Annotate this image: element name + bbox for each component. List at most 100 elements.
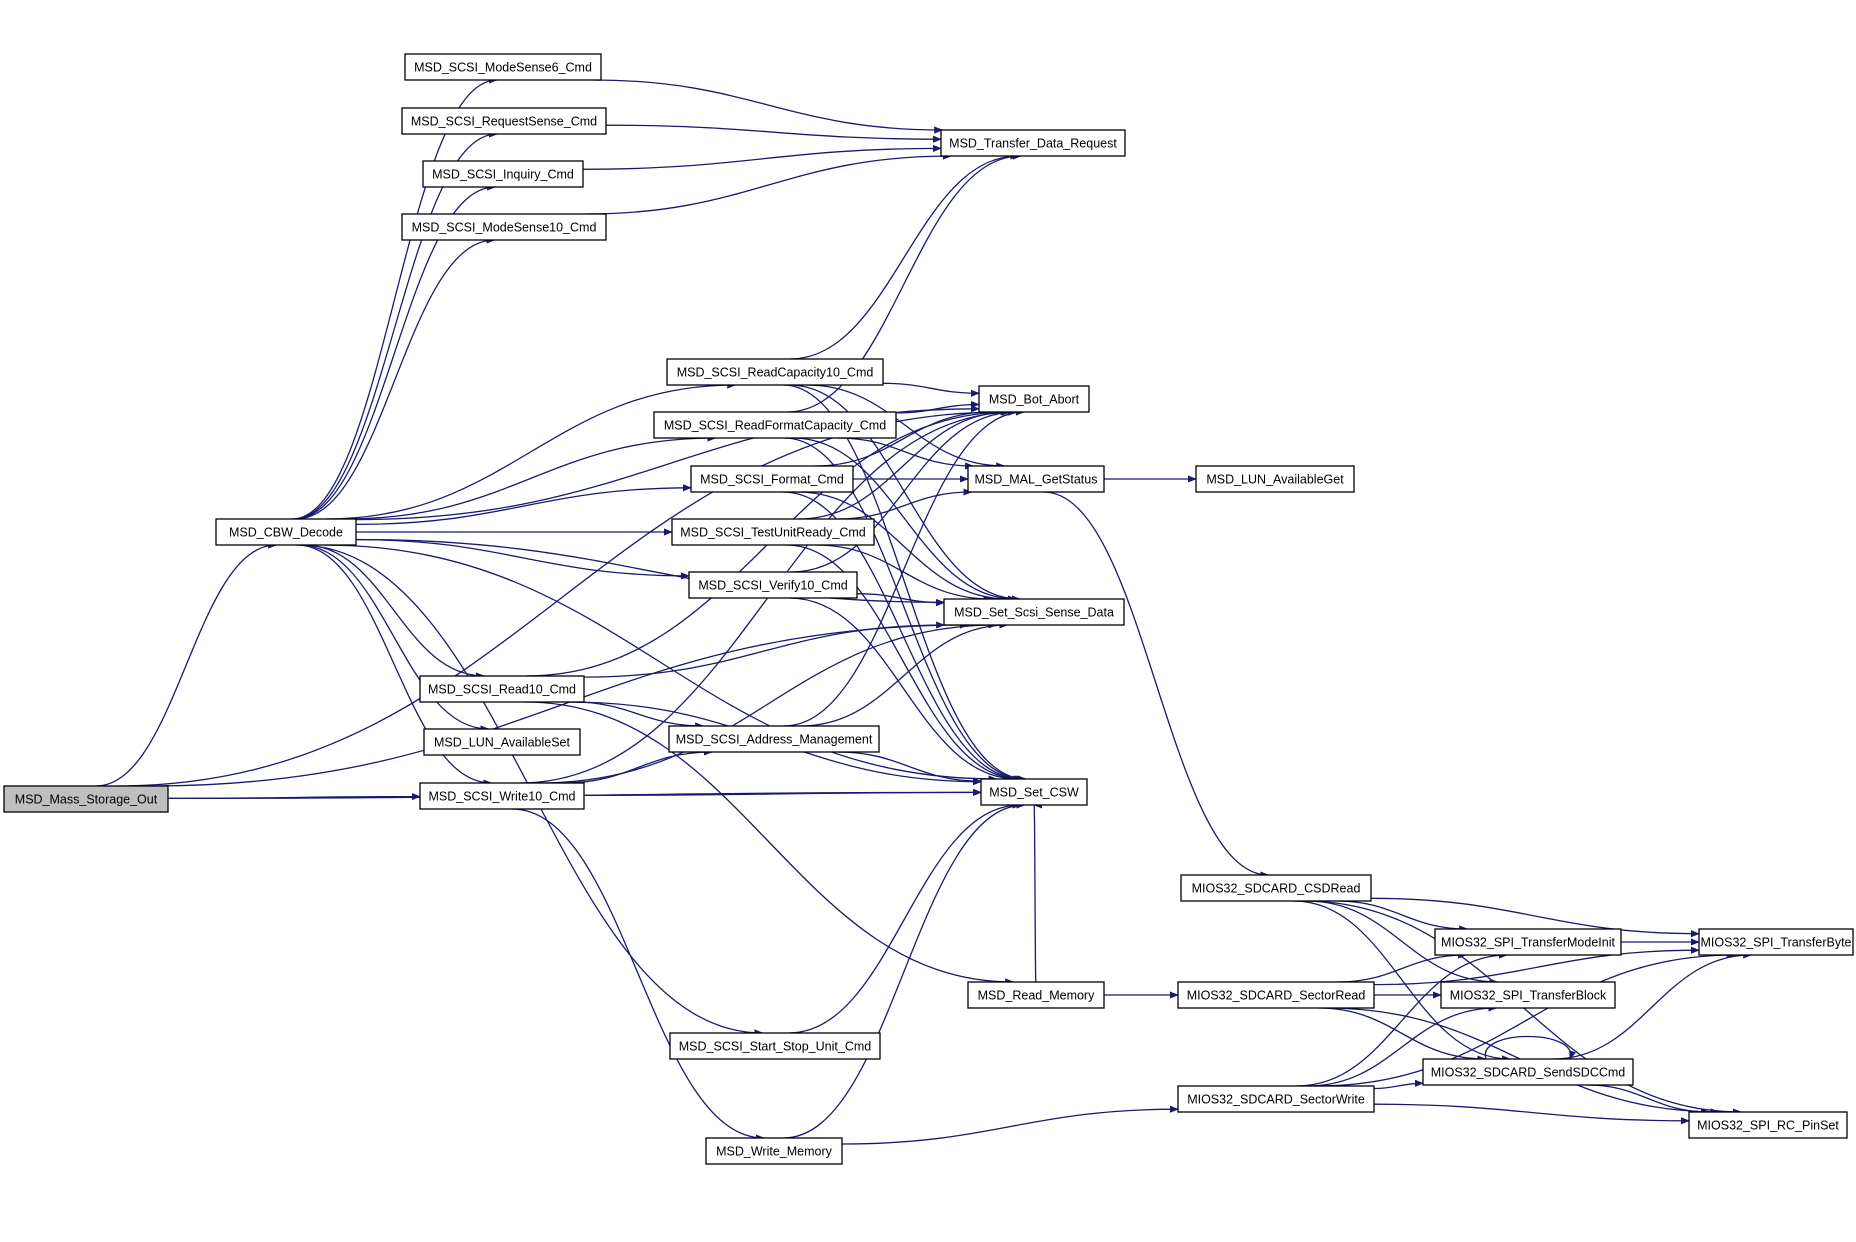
edge-line [355,484,692,526]
edge-cbw_decode-to-verify10 [355,538,690,580]
node-box [967,981,1105,1009]
node-box [980,778,1088,806]
node-lun-availableget[interactable]: MSD_LUN_AvailableGet [1195,465,1355,493]
node-label: MSD_Transfer_Data_Request [949,137,1117,151]
edge-sdcard_sectorread-to-sdcard_sendsdccmd [1318,1007,1487,1063]
edge-write_memory-to-sdcard_sectorwrite [841,1105,1179,1145]
node-label: MSD_Write_Memory [716,1145,833,1159]
node-readcapacity10[interactable]: MSD_SCSI_ReadCapacity10_Cmd [666,358,884,386]
edge-address_management-to-set_scsi_sense_data [800,621,1009,727]
node-box [1177,981,1375,1009]
node-set-csw[interactable]: MSD_Set_CSW [980,778,1088,806]
node-modesense6[interactable]: MSD_SCSI_ModeSense6_Cmd [404,53,602,81]
node-box [690,465,854,493]
edge-line [788,801,1022,1034]
edge-line [837,488,973,520]
node-spi-rc-pinset[interactable]: MIOS32_SPI_RC_PinSet [1688,1111,1848,1139]
node-box [978,385,1090,413]
edge-line [1293,900,1512,1063]
node-spi-transferblock[interactable]: MIOS32_SPI_TransferBlock [1440,981,1616,1009]
node-read10[interactable]: MSD_SCSI_Read10_Cmd [419,675,585,703]
node-start-stop-unit[interactable]: MSD_SCSI_Start_Stop_Unit_Cmd [669,1032,881,1060]
edge-sdcard_csdread-to-sdcard_sendsdccmd [1293,900,1512,1063]
edge-modesense10-to-transfer_data_request [585,152,952,215]
edge-sdcard_csdread-to-spi_transfermodeinit [1336,900,1469,933]
node-address-management[interactable]: MSD_SCSI_Address_Management [668,725,880,753]
node-label: MSD_SCSI_Address_Management [676,733,873,747]
node-read-memory[interactable]: MSD_Read_Memory [967,981,1105,1009]
node-spi-transferbyte[interactable]: MIOS32_SPI_TransferByte [1698,928,1854,956]
node-box [401,107,607,135]
node-lun-availableset[interactable]: MSD_LUN_AvailableSet [423,728,581,756]
edge-readformatcapacity-to-mal_getstatus [837,437,975,470]
node-spi-transfermodeinit[interactable]: MIOS32_SPI_TransferModeInit [1434,928,1622,956]
node-sdcard-sectorwrite[interactable]: MIOS32_SDCARD_SectorWrite [1177,1085,1375,1113]
node-label: MSD_SCSI_ReadCapacity10_Cmd [677,366,874,380]
node-sdcard-sectorread[interactable]: MIOS32_SDCARD_SectorRead [1177,981,1375,1009]
node-label: MIOS32_SPI_RC_PinSet [1697,1119,1839,1133]
edge-write_memory-to-set_csw [783,801,1026,1139]
node-write-memory[interactable]: MSD_Write_Memory [705,1137,843,1165]
edge-readformatcapacity-to-transfer_data_request [786,152,1022,413]
edge-line [837,751,982,785]
edge-line [792,437,1017,603]
edge-verify10-to-bot_abort [791,408,1017,573]
node-box [419,782,585,810]
edge-line [582,144,942,170]
node-box [423,728,581,756]
edge-line [815,544,993,603]
node-modesense10[interactable]: MSD_SCSI_ModeSense10_Cmd [401,213,607,241]
edge-write10-to-write_memory [511,808,765,1142]
node-set-scsi-sense-data[interactable]: MSD_Set_Scsi_Sense_Data [943,598,1125,626]
node-box [401,213,607,241]
edge-cbw_decode-to-write10 [296,544,493,787]
edge-sdcard_sendsdccmd-to-sdcard_sendsdccmd [1484,1035,1576,1060]
edge-format-to-set_csw [782,491,1024,783]
node-readformatcapacity[interactable]: MSD_SCSI_ReadFormatCapacity_Cmd [653,411,897,439]
node-bot-abort[interactable]: MSD_Bot_Abort [978,385,1090,413]
node-mal-getstatus[interactable]: MSD_MAL_GetStatus [967,465,1105,493]
node-verify10[interactable]: MSD_SCSI_Verify10_Cmd [688,571,858,599]
edge-readformatcapacity-to-set_scsi_sense_data [792,437,1017,603]
node-label: MSD_LUN_AvailableSet [434,736,570,750]
node-box [1422,1058,1634,1086]
node-mass-storage-out[interactable]: MSD_Mass_Storage_Out [3,785,169,813]
edge-line [841,1105,1179,1145]
edge-line [292,76,498,520]
edge-verify10-to-set_scsi_sense_data [856,593,945,607]
edge-line [1337,951,1468,983]
edge-line [524,701,1015,986]
node-label: MSD_Set_CSW [989,786,1079,800]
node-format[interactable]: MSD_SCSI_Format_Cmd [690,465,854,493]
node-label: MSD_CBW_Decode [229,526,343,540]
node-label: MSD_LUN_AvailableGet [1206,473,1344,487]
node-label: MSD_Bot_Abort [989,393,1080,407]
edge-cbw_decode-to-inquiry [293,183,496,520]
node-inquiry[interactable]: MSD_SCSI_Inquiry_Cmd [422,160,584,188]
node-label: MSD_SCSI_RequestSense_Cmd [411,115,597,129]
node-label: MIOS32_SDCARD_CSDRead [1192,882,1361,896]
node-requestsense[interactable]: MSD_SCSI_RequestSense_Cmd [401,107,607,135]
edge-testunitready-to-set_scsi_sense_data [815,544,993,603]
edge-cbw_decode-to-lun_availableset [299,544,490,733]
node-cbw-decode[interactable]: MSD_CBW_Decode [215,518,357,546]
node-transfer-data-request[interactable]: MSD_Transfer_Data_Request [940,129,1126,157]
node-sdcard-csdread[interactable]: MIOS32_SDCARD_CSDRead [1180,874,1372,902]
node-label: MSD_SCSI_Write10_Cmd [428,790,575,804]
node-write10[interactable]: MSD_SCSI_Write10_Cmd [419,782,585,810]
edge-cbw_decode-to-requestsense [292,130,498,520]
edge-readcapacity10-to-set_scsi_sense_data [788,384,1021,603]
edge-sdcard_sectorwrite-to-spi_transferblock [1307,1004,1498,1087]
node-box [1440,981,1616,1009]
node-label: MSD_SCSI_ModeSense10_Cmd [412,221,597,235]
edge-readcapacity10-to-bot_abort [882,382,980,397]
edge-testunitready-to-mal_getstatus [837,488,973,520]
edge-line [786,152,1022,413]
node-testunitready[interactable]: MSD_SCSI_TestUnitReady_Cmd [671,518,875,546]
node-label: MSD_Set_Scsi_Sense_Data [954,606,1114,620]
edge-line [345,434,717,520]
node-sdcard-sendsdccmd[interactable]: MIOS32_SDCARD_SendSDCCmd [1422,1058,1634,1086]
edge-line [1586,1084,1710,1116]
node-label: MSD_SCSI_Format_Cmd [700,473,844,487]
node-layer: MSD_Mass_Storage_OutMSD_CBW_DecodeMSD_SC… [3,53,1854,1165]
